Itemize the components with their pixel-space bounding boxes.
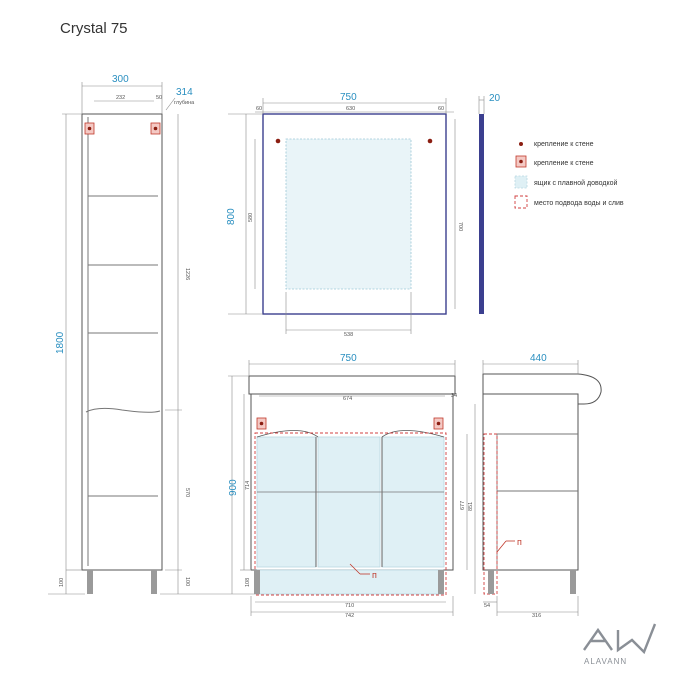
brand-logo: ALAVANN [583, 623, 657, 666]
column-upper-height-label: 1226 [184, 268, 190, 280]
column-top-small-label: 50 [156, 95, 162, 101]
mirror-side-profile [479, 114, 484, 314]
pipe-marker-line [349, 563, 361, 575]
side-height1-label: 677 [460, 501, 466, 510]
vanity-height-label: 900 [228, 479, 239, 496]
vanity-outer-width: 742 [345, 613, 354, 619]
vanity-overhang: 34 [451, 393, 457, 399]
column-leg-height-left: 100 [59, 578, 65, 587]
mirror-glass [285, 138, 412, 290]
vanity-width-label: 750 [340, 353, 357, 364]
mirror-height-label: 800 [226, 208, 237, 225]
mirror-inner-height: 700 [457, 222, 463, 231]
side-inner-depth: 316 [532, 613, 541, 619]
vanity-leg-height: 108 [245, 578, 251, 587]
logo-wv-glyph [616, 623, 657, 655]
legend: крепление к стене крепление к стене ящик… [514, 141, 624, 209]
vanity-front: п 750 674 34 900 714 108 710 742 [228, 353, 457, 619]
vanity-side: п 440 677 851 54 316 [460, 353, 602, 619]
column-depth-label: 314 [176, 87, 193, 98]
mount-dot-icon [427, 138, 433, 144]
column-height-label: 1800 [55, 331, 66, 354]
vanity-pipe-marker: п [372, 570, 377, 580]
mirror-margin-right: 60 [438, 106, 444, 112]
side-pipe-marker: п [517, 537, 522, 547]
legend-label: крепление к стене [534, 160, 594, 167]
side-water-zone [483, 433, 498, 595]
legend-pipe-icon [514, 195, 528, 209]
vanity-drawer-zone [317, 436, 381, 568]
mount-dot-icon [436, 421, 441, 426]
mirror-glass-height: 580 [248, 213, 254, 222]
column-leg-height-right: 100 [184, 577, 190, 586]
vanity-drawer-zone [381, 436, 445, 568]
vanity-inner-width: 710 [345, 603, 354, 609]
column-door-split [85, 407, 161, 413]
column-depth-caption: глубина [174, 100, 195, 106]
column-lower-height-label: 570 [184, 488, 190, 497]
mirror-glass-width: 538 [344, 332, 353, 338]
column-width-label: 300 [112, 74, 129, 85]
vanity-drawer-zone [256, 436, 317, 568]
mount-dot-icon [87, 126, 92, 131]
legend-label: крепление к стене [534, 141, 594, 148]
product-title: Crystal 75 [60, 20, 128, 37]
mount-dot-icon [259, 421, 264, 426]
vanity-leg [254, 570, 260, 594]
legend-dot-icon [519, 142, 523, 146]
column-inner-width-label: 232 [116, 95, 125, 101]
water-zone-outline [254, 432, 447, 596]
mirror-margin-left: 60 [256, 106, 262, 112]
side-height2-label: 851 [468, 502, 474, 511]
mount-dot-icon [275, 138, 281, 144]
mirror-thickness-label: 20 [489, 93, 501, 104]
side-setback-label: 54 [484, 603, 490, 609]
side-depth-label: 440 [530, 353, 547, 364]
mirror-width-label: 750 [340, 92, 357, 103]
column-body [81, 113, 163, 571]
side-leg [488, 570, 494, 594]
pipe-marker-line [496, 540, 507, 553]
legend-drawer-icon [514, 175, 528, 189]
vanity-leg [438, 570, 444, 594]
side-body [482, 393, 579, 571]
vanity-door-top [381, 430, 445, 438]
column-leg [151, 570, 157, 594]
side-leg [570, 570, 576, 594]
mirror: 750 60 630 60 800 580 700 538 20 [226, 92, 501, 338]
vanity-basin-inner: 674 [343, 396, 352, 402]
mirror-inner-width: 630 [346, 106, 355, 112]
vanity-bottom-drawer [256, 569, 444, 595]
column-leg [87, 570, 93, 594]
legend-mount-dot-icon [519, 159, 523, 164]
vanity-body-height: 714 [245, 481, 251, 490]
vanity-door-top [256, 430, 319, 438]
column-cabinet: 300 232 50 314 глубина 1800 100 1226 570… [48, 74, 260, 595]
dim-line [165, 97, 176, 111]
brand-name: ALAVANN [584, 657, 627, 666]
mount-dot-icon [153, 126, 158, 131]
legend-label: место подвода воды и слив [534, 200, 624, 207]
logo-a-glyph [583, 627, 613, 651]
legend-label: ящик с плавной доводкой [534, 179, 617, 187]
